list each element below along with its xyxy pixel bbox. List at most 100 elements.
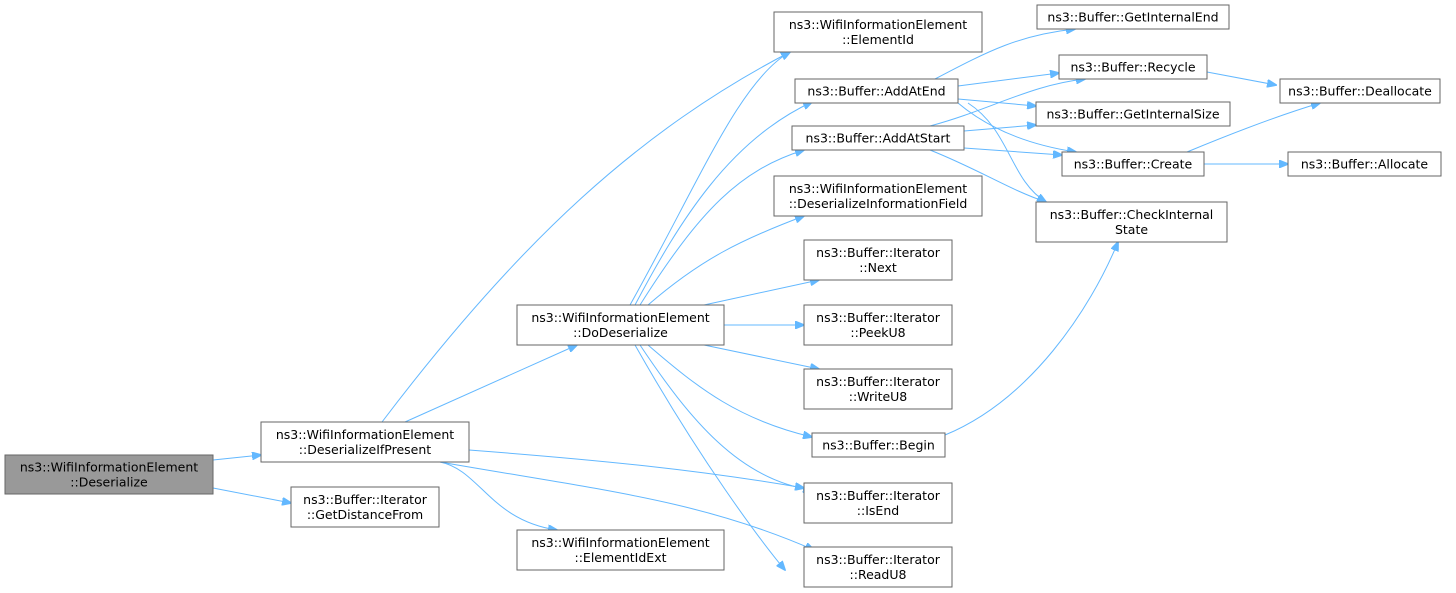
node-gis-label-0: ns3::Buffer::GetInternalSize	[1046, 107, 1219, 122]
node-eid-label-0: ns3::WifiInformationElement	[789, 17, 967, 32]
node-gis[interactable]: ns3::Buffer::GetInternalSize	[1035, 101, 1231, 127]
edge-aas-to-cis	[929, 149, 1046, 202]
node-begin-label-0: ns3::Buffer::Begin	[822, 438, 935, 453]
node-dd-label-0: ns3::WifiInformationElement	[531, 310, 709, 325]
edge-aae-to-rec	[957, 73, 1059, 87]
edge-dip-to-eie	[439, 461, 557, 530]
edge-dip-to-read	[439, 461, 814, 550]
edge-dd-to-aae	[634, 102, 812, 306]
node-rec-label-0: ns3::Buffer::Recycle	[1070, 60, 1195, 75]
node-dd-label-1: ::DoDeserialize	[573, 325, 668, 340]
node-dea-label-0: ns3::Buffer::Deallocate	[1288, 84, 1432, 99]
node-rec[interactable]: ns3::Buffer::Recycle	[1058, 54, 1208, 80]
nodes-layer: ns3::WifiInformationElement::Deserialize…	[4, 4, 1442, 588]
node-read-box	[803, 546, 953, 588]
edges-layer	[212, 29, 1320, 570]
node-dip-box	[260, 421, 470, 463]
node-next-label-1: ::Next	[859, 260, 897, 275]
edge-aae-to-gis	[957, 98, 1036, 106]
node-aas-label-0: ns3::Buffer::AddAtStart	[806, 131, 951, 146]
node-dip[interactable]: ns3::WifiInformationElement::Deserialize…	[260, 421, 470, 463]
edge-dip-to-dd	[404, 345, 577, 423]
node-gdf-label-0: ns3::Buffer::Iterator	[303, 492, 428, 507]
node-gdf-label-1: ::GetDistanceFrom	[307, 507, 423, 522]
node-peek-box	[803, 304, 953, 346]
node-next-box	[803, 239, 953, 281]
node-eie[interactable]: ns3::WifiInformationElement::ElementIdEx…	[516, 529, 725, 571]
node-next[interactable]: ns3::Buffer::Iterator::Next	[803, 239, 953, 281]
node-gdf-box	[290, 486, 440, 528]
node-isend-label-0: ns3::Buffer::Iterator	[816, 488, 941, 503]
node-begin[interactable]: ns3::Buffer::Begin	[811, 432, 946, 458]
node-root-label-1: ::Deserialize	[70, 475, 148, 490]
node-write-label-1: ::WriteU8	[849, 389, 908, 404]
node-isend-label-1: ::IsEnd	[857, 503, 899, 518]
node-cis-box	[1035, 201, 1228, 243]
node-aae-label-0: ns3::Buffer::AddAtEnd	[807, 84, 945, 99]
node-cre[interactable]: ns3::Buffer::Create	[1061, 151, 1205, 177]
node-dea[interactable]: ns3::Buffer::Deallocate	[1279, 78, 1441, 104]
node-dif-label-0: ns3::WifiInformationElement	[789, 181, 967, 196]
node-eid-box	[773, 11, 983, 53]
node-cre-box	[1061, 151, 1205, 177]
node-dif-label-1: ::DeserializeInformationField	[789, 196, 968, 211]
edge-aae-to-cre	[957, 102, 1076, 152]
edge-dip-to-isend	[468, 449, 804, 488]
node-aae-box	[794, 78, 959, 104]
node-root-box	[4, 454, 214, 495]
node-peek-label-1: ::PeekU8	[850, 325, 905, 340]
edge-aas-to-cre	[963, 147, 1062, 155]
node-dip-label-0: ns3::WifiInformationElement	[276, 427, 454, 442]
node-root-label-0: ns3::WifiInformationElement	[20, 460, 198, 475]
node-cre-label-0: ns3::Buffer::Create	[1074, 157, 1193, 172]
node-dif-box	[773, 175, 983, 217]
node-write[interactable]: ns3::Buffer::Iterator::WriteU8	[803, 368, 953, 410]
edge-dd-to-eid	[629, 52, 790, 306]
node-isend[interactable]: ns3::Buffer::Iterator::IsEnd	[803, 482, 953, 524]
node-root[interactable]: ns3::WifiInformationElement::Deserialize	[4, 454, 214, 495]
edge-aae-to-gie	[934, 29, 1075, 80]
node-read[interactable]: ns3::Buffer::Iterator::ReadU8	[803, 546, 953, 588]
edge-begin-to-cis	[944, 242, 1118, 436]
node-dif[interactable]: ns3::WifiInformationElement::Deserialize…	[773, 175, 983, 217]
node-read-label-0: ns3::Buffer::Iterator	[816, 552, 941, 567]
node-aae[interactable]: ns3::Buffer::AddAtEnd	[794, 78, 959, 104]
edge-dd-to-dif	[647, 216, 804, 306]
edge-root-to-dip	[212, 455, 261, 461]
node-gdf[interactable]: ns3::Buffer::Iterator::GetDistanceFrom	[290, 486, 440, 528]
node-eie-label-0: ns3::WifiInformationElement	[531, 535, 709, 550]
node-cis-label-0: ns3::Buffer::CheckInternal	[1050, 207, 1214, 222]
node-all-box	[1287, 151, 1442, 177]
node-aas[interactable]: ns3::Buffer::AddAtStart	[791, 125, 965, 151]
edge-aas-to-rec	[929, 79, 1085, 127]
edge-aae-to-cis	[967, 102, 1046, 202]
node-aas-box	[791, 125, 965, 151]
node-dd[interactable]: ns3::WifiInformationElement::DoDeseriali…	[516, 304, 725, 346]
node-gie-label-0: ns3::Buffer::GetInternalEnd	[1047, 10, 1218, 25]
node-eid-label-1: ::ElementId	[842, 32, 914, 47]
node-next-label-0: ns3::Buffer::Iterator	[816, 245, 941, 260]
node-dd-box	[516, 304, 725, 346]
node-all[interactable]: ns3::Buffer::Allocate	[1287, 151, 1442, 177]
node-eie-label-1: ::ElementIdExt	[575, 550, 667, 565]
node-peek-label-0: ns3::Buffer::Iterator	[816, 310, 941, 325]
node-rec-box	[1058, 54, 1208, 80]
node-gis-box	[1035, 101, 1231, 127]
edge-dd-to-read	[634, 344, 785, 570]
edge-dd-to-next	[703, 280, 819, 306]
node-read-label-1: ::ReadU8	[850, 567, 907, 582]
node-peek[interactable]: ns3::Buffer::Iterator::PeekU8	[803, 304, 953, 346]
edge-dip-to-eid	[381, 52, 790, 423]
node-begin-box	[811, 432, 946, 458]
node-gie[interactable]: ns3::Buffer::GetInternalEnd	[1036, 4, 1230, 30]
node-all-label-0: ns3::Buffer::Allocate	[1301, 157, 1429, 172]
node-eie-box	[516, 529, 725, 571]
node-write-box	[803, 368, 953, 410]
edge-cre-to-dea	[1186, 103, 1320, 153]
edge-dd-to-begin	[647, 344, 812, 437]
edge-dd-to-aas	[639, 150, 804, 306]
node-isend-box	[803, 482, 953, 524]
node-eid[interactable]: ns3::WifiInformationElement::ElementId	[773, 11, 983, 53]
